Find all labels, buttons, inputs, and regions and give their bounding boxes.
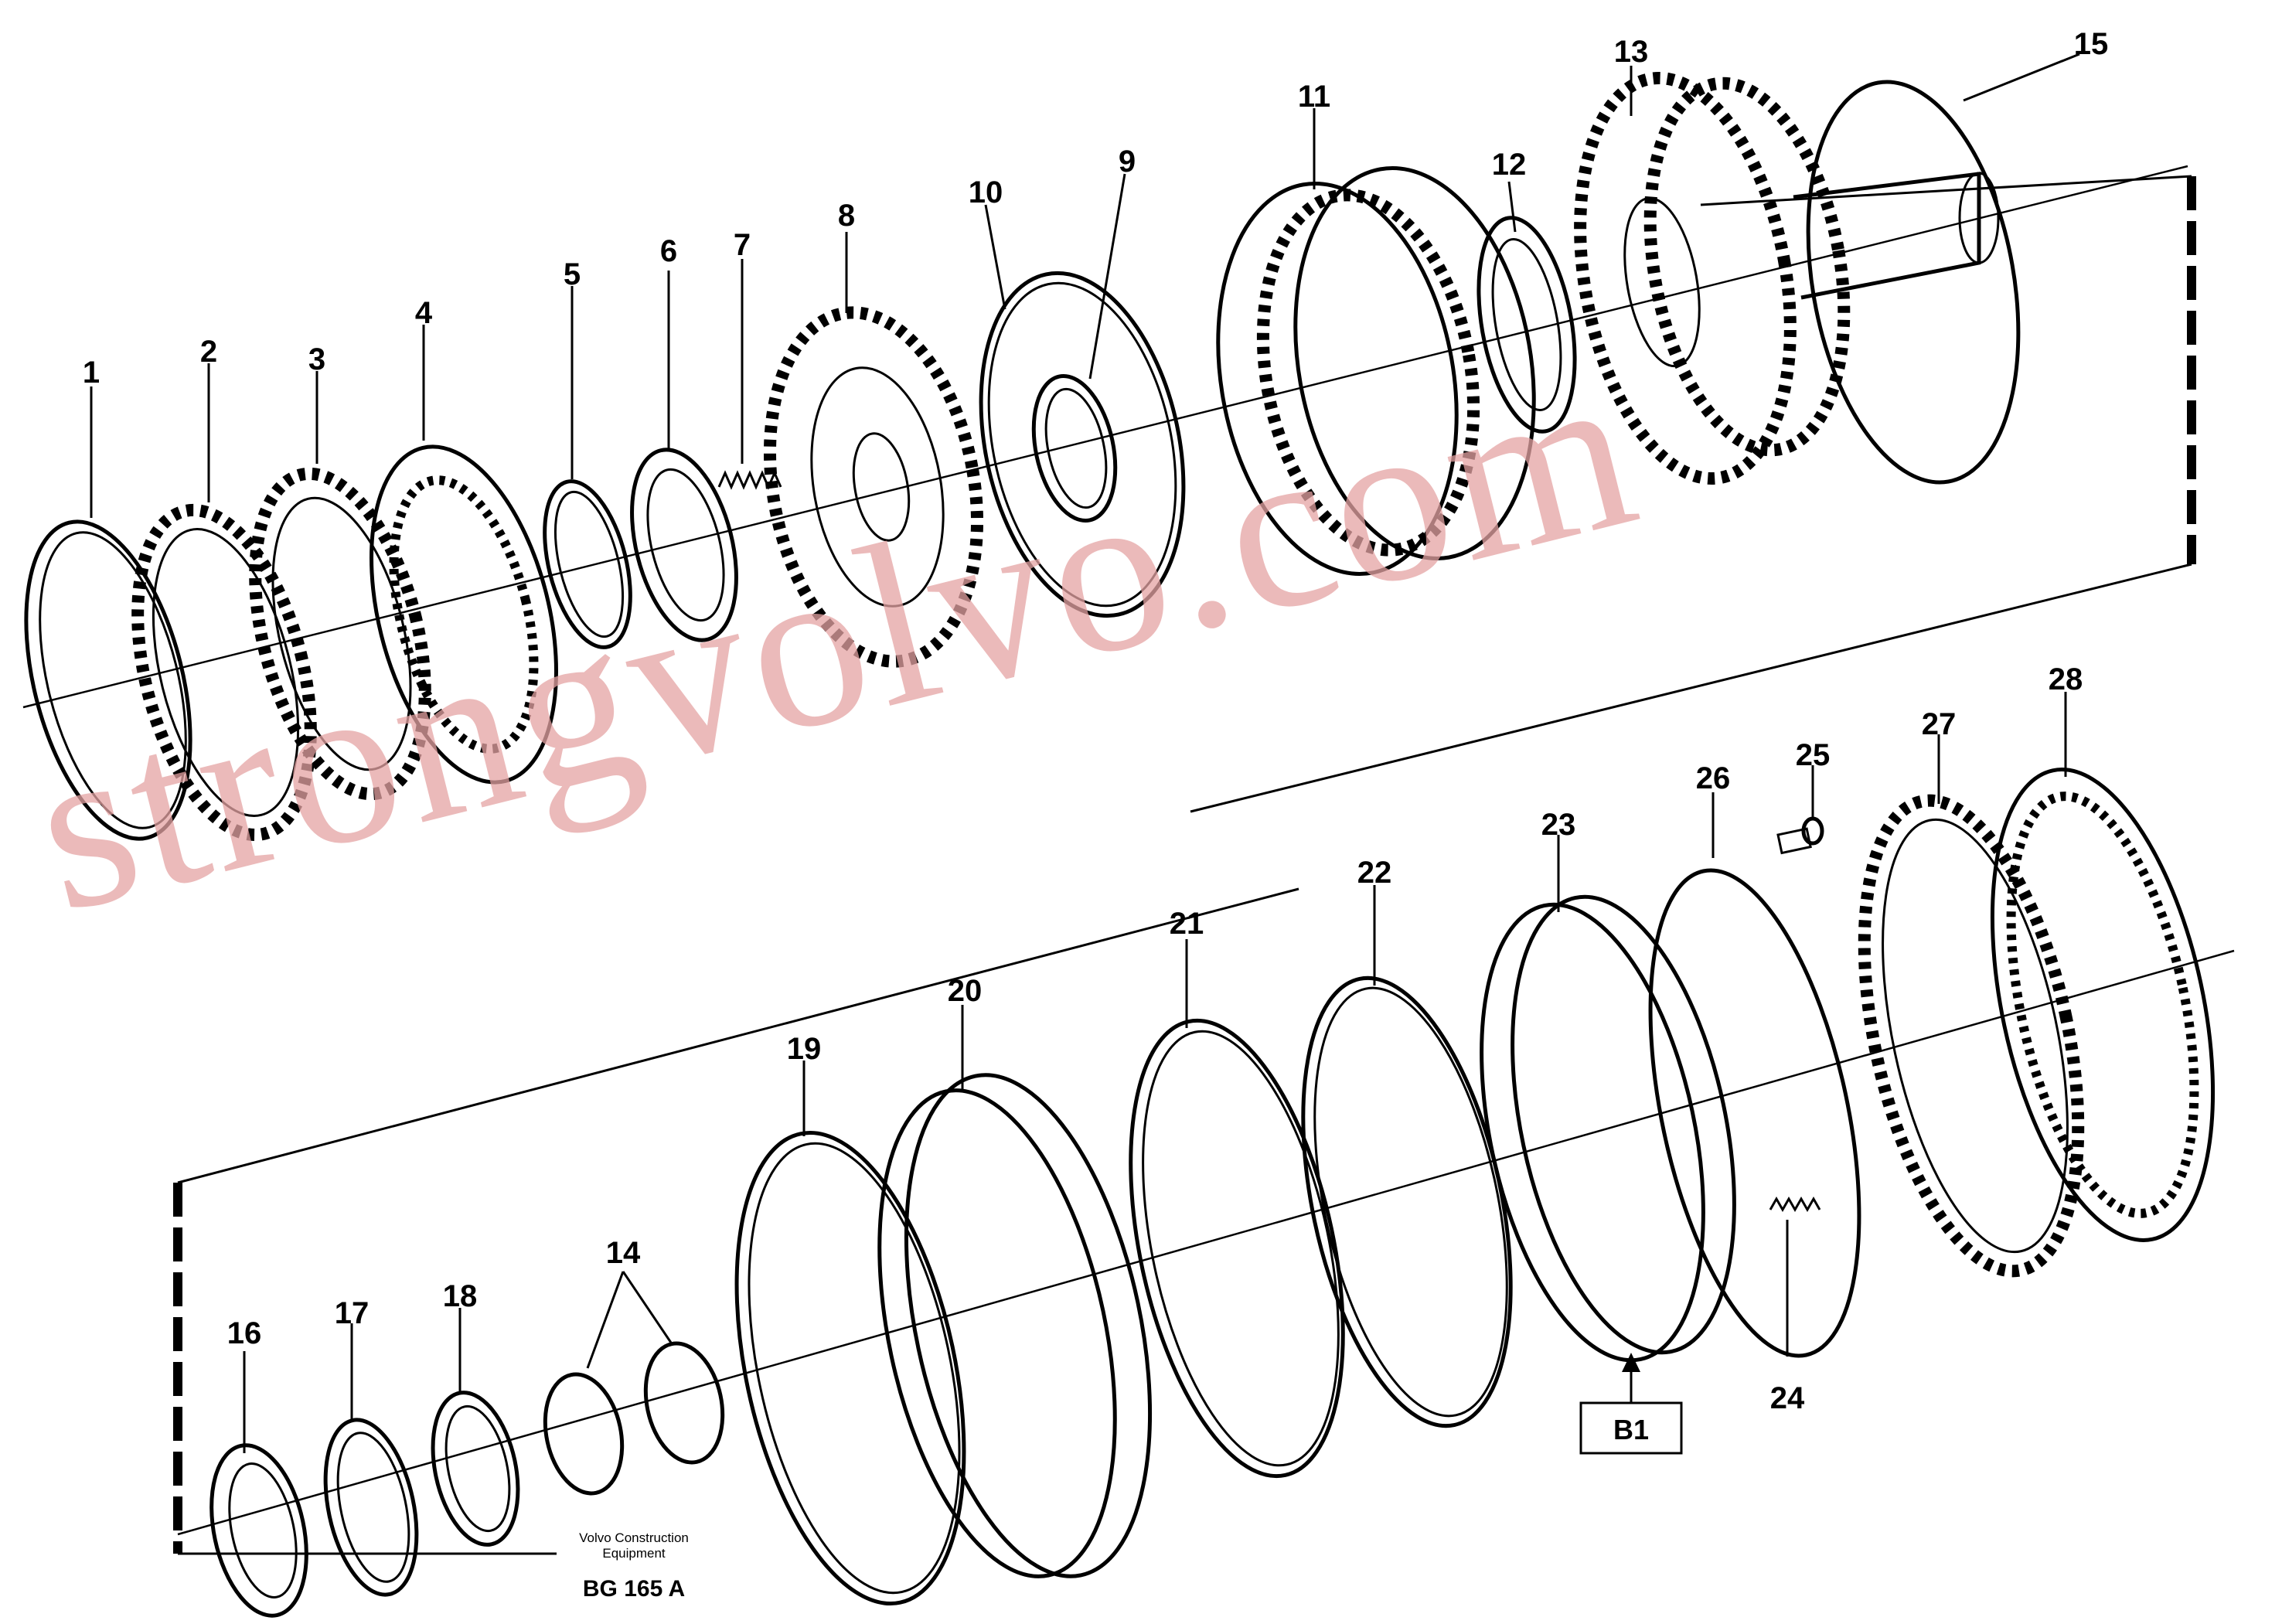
part-16-seal [197,1436,321,1624]
callout-21: 21 [1170,907,1204,941]
part-19-ring [698,1112,1002,1624]
callout-10: 10 [969,175,1003,209]
callout-8: 8 [838,199,855,233]
callout-1: 1 [83,356,100,390]
lower-centre-axis [178,951,2234,1534]
part-28-friction-plate [1954,750,2250,1261]
callout-4: 4 [415,296,433,330]
part-24-spring [1770,1199,1820,1210]
part-27-clutch-disc [1827,781,2115,1290]
callout-3: 3 [308,342,325,376]
callout-9: 9 [1119,145,1136,179]
callout-2: 2 [200,335,217,369]
callout-17: 17 [335,1296,370,1330]
callout-16: 16 [227,1316,262,1350]
publisher-line-2: Equipment [602,1546,666,1561]
upper-frame-top-edge [1701,176,2192,205]
part-18-bearing [420,1384,530,1552]
part-26-plate [1613,852,1897,1374]
callout-20: 20 [948,974,983,1008]
view-reference-b1: B1 [1581,1353,1681,1453]
lower-assembly: B1 Volvo Construction Equipment BG 165 A [178,750,2251,1624]
part-17-bearing-race [311,1411,431,1603]
callout-24: 24 [1770,1381,1805,1415]
callout-28: 28 [2049,662,2083,696]
view-reference-label: B1 [1613,1414,1649,1445]
part-15-snap-ring [1779,65,2047,499]
callout-6: 6 [660,234,677,268]
callout-25: 25 [1796,738,1831,772]
callout-5: 5 [564,257,581,291]
drawing-code: BG 165 A [583,1576,685,1602]
callout-18: 18 [443,1279,478,1313]
callout-15: 15 [2074,27,2109,61]
callout-13: 13 [1614,35,1649,69]
part-25-screw [1778,819,1822,853]
part-20-piston [840,1053,1191,1598]
callout-22: 22 [1357,856,1392,890]
part-14-bushings [535,1336,733,1501]
callout-23: 23 [1541,808,1576,842]
callout-7: 7 [734,228,751,262]
callout-12: 12 [1492,148,1527,182]
part-21-seal-ring [1094,1002,1379,1496]
publisher-line-1: Volvo Construction [579,1530,689,1545]
callout-26: 26 [1696,761,1731,795]
callout-19: 19 [787,1032,822,1066]
callout-14: 14 [606,1236,641,1270]
callout-27: 27 [1922,707,1957,741]
callout-11: 11 [1298,80,1330,114]
